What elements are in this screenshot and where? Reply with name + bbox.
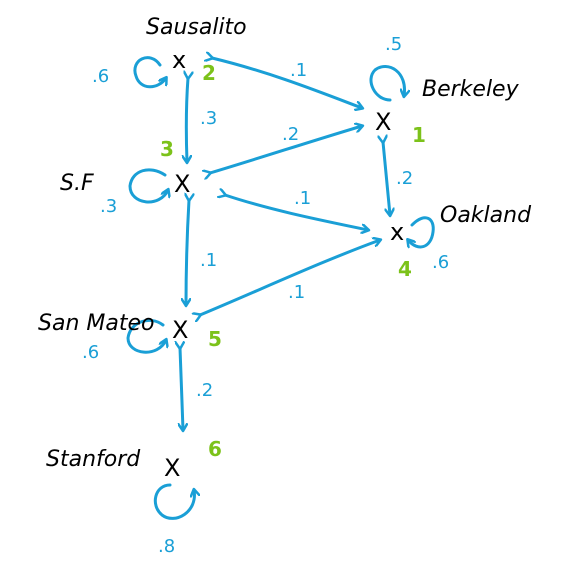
edge-sf-sanmateo [186,200,189,305]
edge-sausalito-berkeley [212,58,362,108]
node-mark-berkeley: X [375,108,391,136]
self-loop-oakland [408,216,435,247]
node-mark-oakland: x [390,218,404,246]
edge-berkeley-oakland [383,142,390,215]
self-loop-stanford [153,483,194,520]
node-name-stanford: Stanford [46,447,141,472]
edge-label-sanmateo-stanford: .2 [196,380,213,401]
self-prob-sf: .3 [100,196,117,217]
edge-label-sf-oakland: .1 [294,188,311,209]
node-mark-stanford: X [164,454,180,482]
edge-label-sf-berkeley: .2 [282,124,299,145]
edge-label-sausalito-sf: .3 [200,108,217,129]
edge-label-sausalito-berkeley: .1 [290,60,307,81]
edge-sf-berkeley [210,126,362,173]
self-loop-sanmateo [126,319,166,354]
edge-label-sanmateo-oakland: .1 [288,282,305,303]
self-loops [126,56,435,520]
edge-sanmateo-stanford [180,348,183,430]
self-prob-sanmateo: .6 [82,342,99,363]
self-prob-stanford: .8 [158,536,175,557]
self-prob-berkeley: .5 [385,34,402,55]
edge-label-berkeley-oakland: .2 [396,168,413,189]
edges [180,58,390,430]
edge-sanmateo-oakland [200,240,380,315]
node-name-oakland: Oakland [440,203,532,228]
edge-labels: .1 .3 .2 .2 .1 .1 .1 .2 [196,60,413,401]
node-name-sausalito: Sausalito [146,15,247,40]
node-id-sf: 3 [160,137,174,161]
self-loop-sf [128,168,168,204]
node-id-berkeley: 1 [412,123,426,147]
node-id-oakland: 4 [398,257,412,281]
self-loop-sausalito [133,56,166,89]
node-mark-sf: X [174,170,190,198]
node-name-sanmateo: San Mateo [38,311,154,336]
node-name-sf: S.F [60,171,94,196]
edge-sausalito-sf [186,78,188,162]
edge-sf-oakland [225,195,368,230]
node-mark-sausalito: x [172,46,186,74]
node-id-stanford: 6 [208,437,222,461]
self-prob-oakland: .6 [432,252,449,273]
self-loop-berkeley [369,64,405,102]
node-mark-sanmateo: X [172,316,188,344]
self-prob-sausalito: .6 [92,66,109,87]
nodes: Sausalito x 2 .6 Berkeley X 1 .5 S.F X 3… [38,15,532,557]
edge-label-sf-sanmateo: .1 [200,250,217,271]
node-id-sanmateo: 5 [208,327,222,351]
node-name-berkeley: Berkeley [422,77,520,102]
node-id-sausalito: 2 [202,61,216,85]
